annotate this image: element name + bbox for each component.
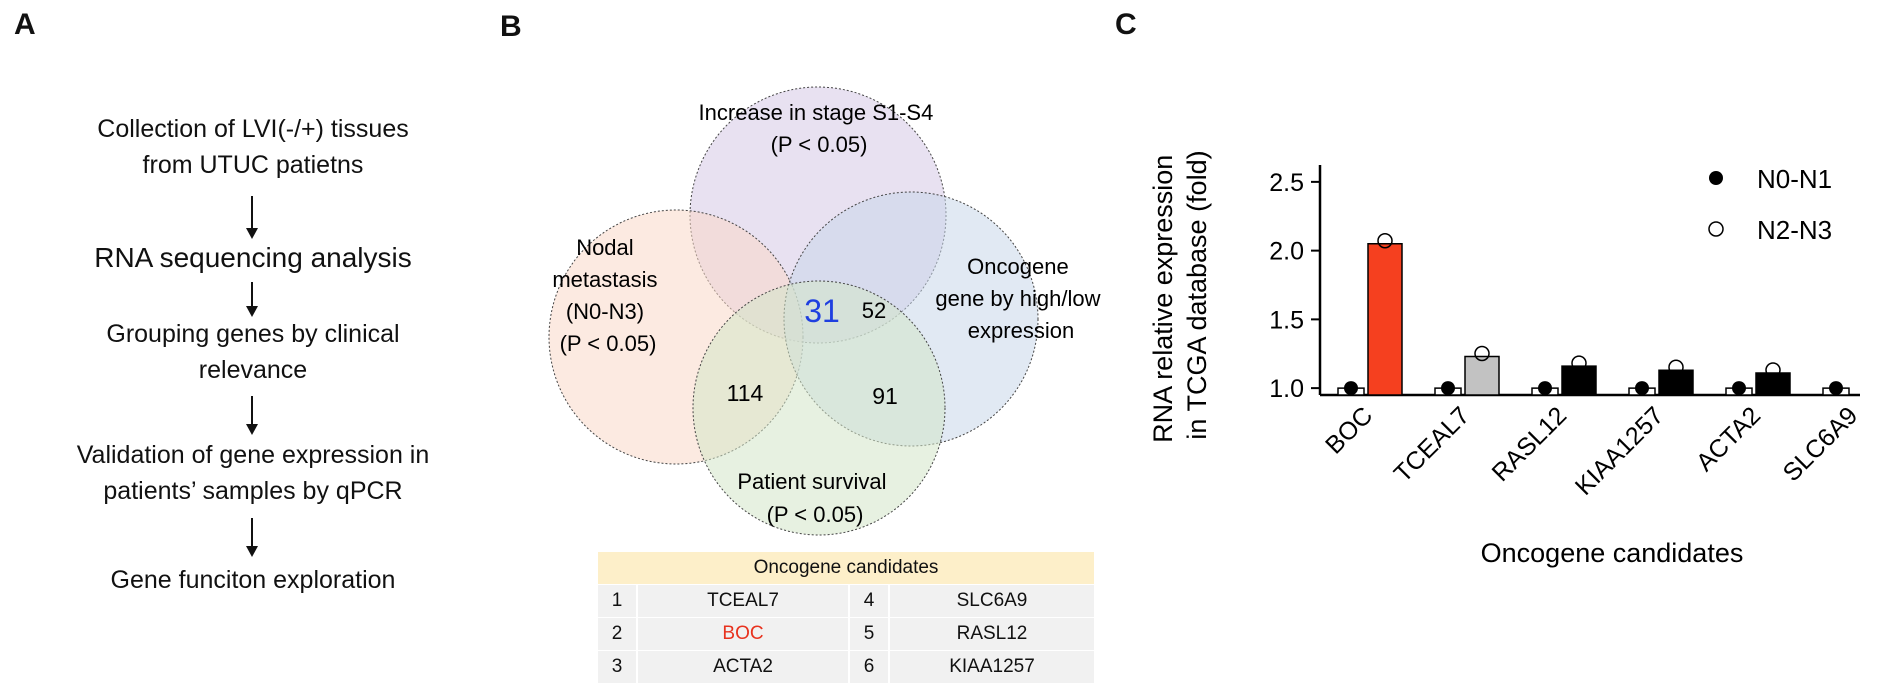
panel-letter-b: B [500,10,522,43]
flow-step-function: Gene funciton exploration [23,562,483,598]
bar-n2-n3 [1367,243,1403,396]
flow-step-line: patients’ samples by qPCR [103,477,403,505]
flow-step-line: Validation of gene expression in [76,441,430,469]
flow-arrow-1 [246,196,258,239]
row-number: 1 [598,584,638,618]
point-n2-n3 [1765,362,1781,378]
point-n2-n3 [1668,359,1684,375]
flow-step-line: Collection of LVI(-/+) tissues [97,115,409,143]
bar-n2-n3 [1755,372,1791,396]
flow-step-line: Gene funciton exploration [110,566,396,594]
flow-step-rna-seq: RNA sequencing analysis [23,240,483,276]
venn-count-lower-right: 91 [872,383,898,409]
legend-marker-open [1708,221,1724,237]
point-n0-n1 [1344,381,1358,396]
venn-count-lower-left: 114 [727,380,764,406]
point-n0-n1 [1635,381,1649,396]
venn-label-oncogene: Oncogene gene by high/low expression [935,254,1106,343]
venn-label-survival: Patient survival (P < 0.05) [737,469,892,527]
x-tick-label: SLC6A9 [1778,401,1864,487]
venn-count-upper-right: 52 [862,298,886,323]
y-tick-label: 1.5 [1269,306,1304,334]
point-n0-n1 [1441,381,1455,396]
table-row: 2 BOC 5 RASL12 [598,617,1094,651]
x-tick-label: RASL12 [1487,401,1573,487]
x-tick-label: BOC [1320,401,1378,459]
venn-set-survival [692,280,946,536]
legend-marker-filled [1709,171,1723,185]
y-tick-label: 2.5 [1269,169,1304,197]
gene-name-highlighted: BOC [637,617,850,651]
flow-step-validation: Validation of gene expression in patient… [23,437,483,509]
point-n2-n3 [1571,355,1587,371]
flow-step-line: Grouping genes by clinical [106,320,400,348]
row-number: 2 [598,617,638,651]
row-number: 4 [849,584,890,618]
point-n0-n1 [1538,381,1552,396]
table-header: Oncogene candidates [598,552,1094,585]
point-n0-n1 [1732,381,1746,396]
bar-n2-n3 [1561,365,1597,396]
flow-arrow-2 [246,282,258,317]
flow-step-line: from UTUC patietns [142,151,364,179]
gene-name: KIAA1257 [889,650,1094,683]
x-tick-label: TCEAL7 [1389,401,1476,488]
gene-name: TCEAL7 [637,584,850,618]
x-axis-label: Oncogene candidates [1481,538,1744,568]
bar-n2-n3 [1464,355,1500,396]
flow-step-line: relevance [198,356,308,384]
gene-name: SLC6A9 [889,584,1094,618]
y-axis-label: RNA relative expression in TCGA database… [1148,147,1212,443]
x-tick-label: KIAA1257 [1570,401,1669,500]
row-number: 6 [849,650,890,683]
y-tick-label: 1.0 [1269,375,1304,403]
row-number: 5 [849,617,890,651]
flow-arrow-4 [246,518,258,557]
legend-label: N0-N1 [1757,164,1832,194]
panel-letter-a: A [14,8,36,41]
table-row: 1 TCEAL7 4 SLC6A9 [598,584,1094,618]
gene-name: ACTA2 [637,650,850,683]
legend-label: N2-N3 [1757,215,1832,245]
point-n0-n1 [1829,381,1843,396]
flow-step-grouping: Grouping genes by clinical relevance [23,316,483,388]
point-n2-n3 [1377,233,1393,249]
point-n2-n3 [1474,345,1490,362]
row-number: 3 [598,650,638,683]
venn-label-stage: Increase in stage S1-S4 (P < 0.05) [699,100,940,157]
x-tick-label: ACTA2 [1691,401,1766,476]
chart-legend: N0-N1 N2-N3 [1708,164,1832,245]
panel-letter-c: C [1115,8,1137,41]
y-tick-label: 2.0 [1269,238,1304,266]
flow-step-collection: Collection of LVI(-/+) tissues from UTUC… [23,111,483,183]
flow-arrow-3 [246,396,258,435]
candidates-table: Oncogene candidates 1 TCEAL7 4 SLC6A9 2 … [598,552,1094,683]
table-row: 3 ACTA2 6 KIAA1257 [598,650,1094,683]
venn-count-center: 31 [804,293,840,329]
table-title: Oncogene candidates [598,552,1094,585]
flow-step-line: RNA sequencing analysis [94,242,412,273]
gene-name: RASL12 [889,617,1094,651]
venn-label-nodal: Nodal metastasis (N0-N3) (P < 0.05) [552,235,663,356]
